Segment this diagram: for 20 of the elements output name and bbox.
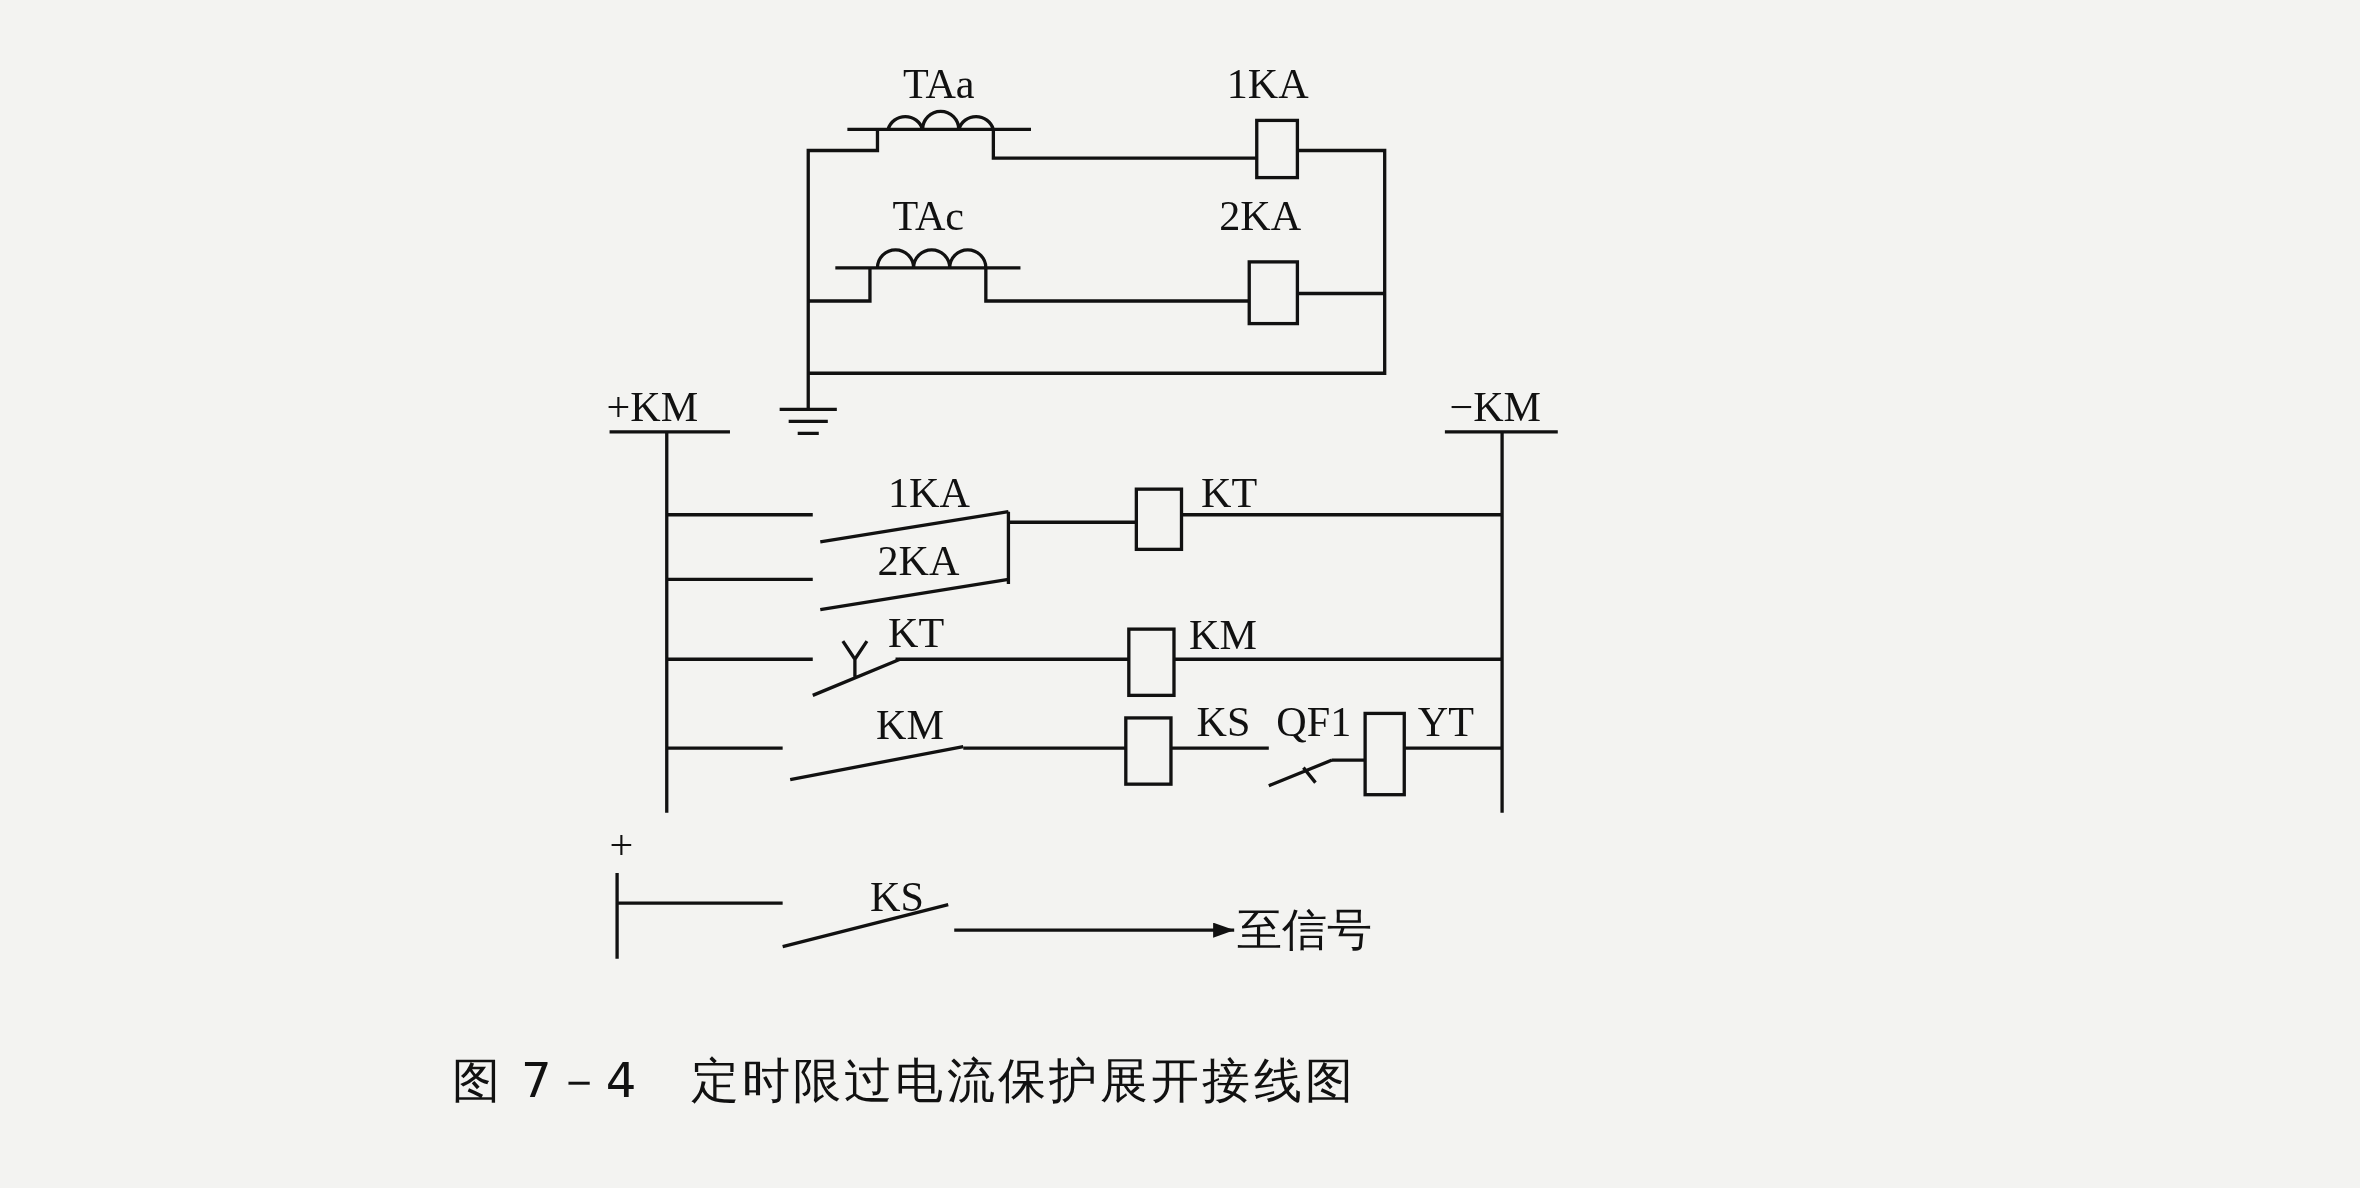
destination-label: 至信号 <box>1237 900 1373 961</box>
component-label: TAc <box>892 192 965 241</box>
arrow <box>954 922 1235 938</box>
component-label: KS <box>1196 698 1251 747</box>
component-label: TAa <box>903 60 975 109</box>
component-label: +KM <box>606 383 699 432</box>
component-label: QF1 <box>1276 698 1352 747</box>
component-label: KM <box>1189 611 1257 660</box>
component-label: 2KA <box>877 537 960 586</box>
component-label: YT <box>1417 698 1474 747</box>
component-label: 1KA <box>888 469 970 518</box>
component-label: −KM <box>1449 383 1542 432</box>
component-label: KT <box>888 609 945 658</box>
component-label: KS <box>869 872 924 922</box>
component-label: KT <box>1201 469 1258 518</box>
figure-caption: 图 7－4 定时限过电流保护展开接线图 <box>451 1051 1356 1111</box>
component-label: 1KA <box>1226 60 1309 109</box>
component-label: + <box>609 821 634 870</box>
component-label: KM <box>875 701 944 750</box>
component-label: 2KA <box>1219 192 1302 241</box>
